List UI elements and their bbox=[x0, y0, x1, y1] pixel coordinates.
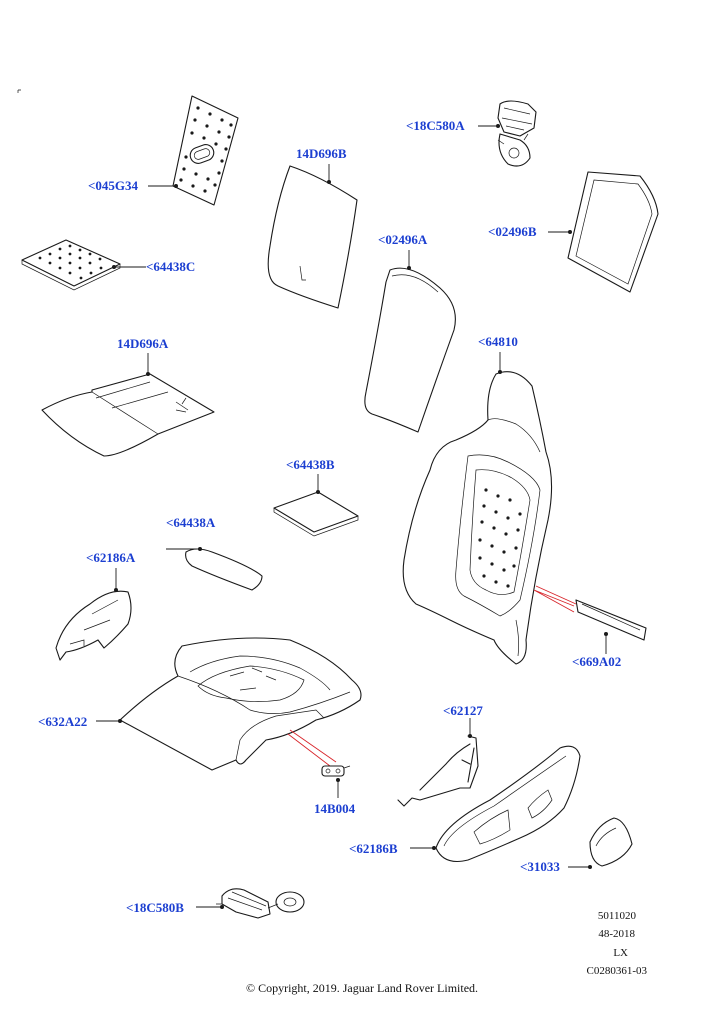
label-02496a[interactable]: <02496A bbox=[378, 232, 428, 247]
label-14b004[interactable]: 14B004 bbox=[314, 801, 356, 816]
copyright-notice: © Copyright, 2019. Jaguar Land Rover Lim… bbox=[245, 981, 479, 995]
diagram-code: 5011020 bbox=[597, 910, 636, 922]
part-62127-drawing bbox=[397, 735, 479, 807]
label-632a22[interactable]: <632A22 bbox=[38, 714, 88, 729]
part-62186a-drawing bbox=[55, 590, 132, 661]
part-64810-drawing bbox=[402, 371, 553, 665]
part-669a02-drawing bbox=[533, 585, 647, 641]
label-62186a[interactable]: <62186A bbox=[86, 550, 136, 565]
part-02496a-drawing bbox=[364, 267, 456, 433]
label-669a02[interactable]: <669A02 bbox=[572, 654, 622, 669]
part-02496b-drawing bbox=[567, 171, 659, 293]
part-31033-drawing bbox=[589, 817, 633, 867]
part-14d696b-drawing bbox=[267, 165, 358, 309]
diagram-model: LX bbox=[613, 947, 628, 959]
part-64438b-drawing bbox=[273, 491, 359, 537]
label-64438c[interactable]: <64438C bbox=[146, 259, 196, 274]
label-62186b[interactable]: <62186B bbox=[349, 841, 398, 856]
part-632a22-drawing bbox=[119, 637, 362, 771]
label-64810[interactable]: <64810 bbox=[478, 334, 518, 349]
part-64438c-drawing bbox=[21, 239, 121, 291]
label-31033[interactable]: <31033 bbox=[520, 859, 560, 874]
label-62127[interactable]: <62127 bbox=[443, 703, 483, 718]
label-18c580b[interactable]: <18C580B bbox=[126, 900, 184, 915]
label-18c580a[interactable]: <18C580A bbox=[406, 118, 465, 133]
label-14d696a[interactable]: 14D696A bbox=[117, 336, 169, 351]
label-14d696b[interactable]: 14D696B bbox=[296, 146, 347, 161]
illustration-number: C0280361-03 bbox=[586, 965, 648, 977]
label-02496b[interactable]: <02496B bbox=[488, 224, 537, 239]
part-62186b-drawing bbox=[435, 745, 581, 863]
label-64438b[interactable]: <64438B bbox=[286, 457, 335, 472]
part-14b004-drawing bbox=[287, 729, 351, 777]
part-18c580b-drawing bbox=[216, 888, 305, 919]
part-14d696a-drawing bbox=[41, 373, 215, 457]
label-64438a[interactable]: <64438A bbox=[166, 515, 216, 530]
part-045g34-drawing bbox=[172, 95, 239, 206]
part-18c580a-drawing bbox=[497, 100, 537, 167]
diagram-date: 48-2018 bbox=[598, 928, 635, 940]
label-045g34[interactable]: <045G34 bbox=[88, 178, 139, 193]
part-64438a-drawing bbox=[185, 548, 263, 591]
